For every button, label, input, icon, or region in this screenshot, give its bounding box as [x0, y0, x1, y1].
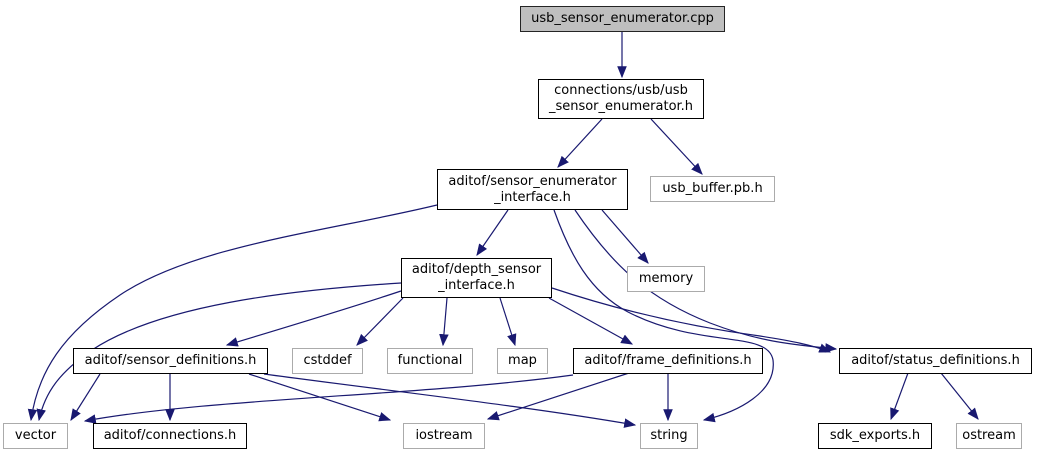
node-label: aditof/sensor_enumerator _interface.h: [448, 173, 617, 205]
edge-sensor_defs-string: [263, 373, 637, 428]
node-label: iostream: [415, 428, 473, 443]
node-enum-iface[interactable]: aditof/sensor_enumerator _interface.h: [437, 169, 628, 210]
edge-status_defs-ostream: [940, 372, 979, 420]
node-memory: memory: [627, 266, 705, 292]
edge-depth_iface-functional: [439, 297, 449, 347]
node-label: string: [650, 428, 688, 443]
node-status-defs[interactable]: aditof/status_definitions.h: [839, 348, 1032, 374]
node-usb-h[interactable]: connections/usb/usb _sensor_enumerator.h: [538, 79, 704, 119]
edge-enum_iface-memory: [601, 209, 649, 264]
edge-frame_defs-iostream: [486, 372, 630, 421]
node-label: aditof/connections.h: [103, 428, 237, 443]
node-label: aditof/sensor_definitions.h: [84, 353, 257, 368]
node-label: memory: [638, 271, 694, 286]
edge-enum_iface-vector: [27, 204, 438, 422]
node-functional: functional: [387, 348, 473, 374]
node-depth-iface[interactable]: aditof/depth_sensor _interface.h: [401, 258, 552, 298]
edge-depth_iface-cstddef: [356, 297, 404, 346]
edge-usb_h-enum_iface: [557, 118, 603, 168]
edge-enum_iface-depth_iface: [476, 209, 509, 256]
node-label: ostream: [962, 428, 1016, 443]
node-connections[interactable]: aditof/connections.h: [93, 423, 247, 449]
node-string: string: [640, 423, 698, 449]
node-ostream: ostream: [956, 423, 1022, 449]
node-cpp: usb_sensor_enumerator.cpp: [520, 6, 725, 32]
edge-frame_defs-vector: [83, 374, 574, 424]
node-label: aditof/status_definitions.h: [851, 353, 1020, 368]
node-label: usb_sensor_enumerator.cpp: [531, 11, 714, 26]
node-iostream: iostream: [403, 423, 485, 449]
edge-sensor_defs-vector: [70, 373, 101, 422]
edge-depth_iface-sensor_defs: [225, 290, 402, 347]
node-vector: vector: [3, 423, 68, 449]
edge-depth_iface-status_defs: [551, 287, 832, 353]
node-frame-defs[interactable]: aditof/frame_definitions.h: [573, 348, 763, 374]
node-label: vector: [14, 428, 57, 443]
node-label: cstddef: [303, 353, 352, 368]
edge-depth_iface-vector: [36, 282, 402, 422]
node-usb-buffer: usb_buffer.pb.h: [650, 176, 775, 202]
node-label: aditof/frame_definitions.h: [584, 353, 752, 368]
edge-depth_iface-frame_defs: [548, 297, 634, 345]
node-label: usb_buffer.pb.h: [662, 181, 763, 196]
edge-enum_iface-status_defs: [574, 209, 838, 353]
node-label: map: [508, 353, 537, 368]
node-label: aditof/depth_sensor _interface.h: [411, 262, 542, 293]
edge-usb_h-usb_buffer: [650, 118, 703, 175]
node-label: sdk_exports.h: [829, 428, 921, 443]
node-map: map: [497, 348, 548, 374]
edge-depth_iface-map: [499, 297, 517, 347]
node-label: connections/usb/usb _sensor_enumerator.h: [548, 83, 694, 114]
node-label: functional: [397, 353, 463, 368]
node-cstddef: cstddef: [292, 348, 363, 374]
node-sensor-defs[interactable]: aditof/sensor_definitions.h: [73, 348, 268, 374]
edge-enum_iface-string: [553, 209, 774, 423]
node-sdk-exports[interactable]: sdk_exports.h: [818, 423, 932, 449]
edge-status_defs-sdk_exports: [890, 372, 909, 421]
